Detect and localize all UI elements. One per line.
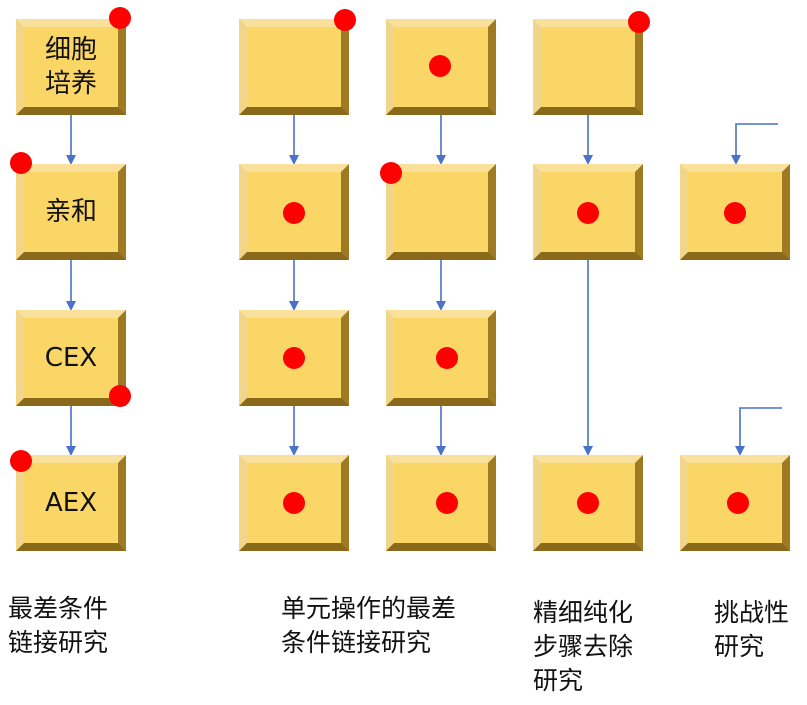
marker-dot-c2r4: [283, 492, 305, 514]
block-cell-culture: 细胞 培养: [16, 19, 126, 115]
marker-dot-c5r2: [724, 202, 746, 224]
block-label: 亲和: [24, 172, 118, 252]
marker-dot-c5r4: [727, 492, 749, 514]
block-label: AEX: [24, 463, 118, 543]
marker-dot-c1r2: [10, 152, 32, 174]
marker-dot-c2r2: [283, 202, 305, 224]
marker-dot-c1r4: [10, 450, 32, 472]
marker-dot-c3r3: [436, 347, 458, 369]
block-col3-row4: [386, 455, 496, 551]
marker-dot-c2r3: [283, 347, 305, 369]
marker-dot-c4r2: [577, 202, 599, 224]
caption-unit-op-worst-case-linkage: 单元操作的最差 条件链接研究: [281, 594, 457, 657]
marker-dot-c3r1: [429, 55, 451, 77]
block-aex: AEX: [16, 455, 126, 551]
block-cex: CEX: [16, 310, 126, 406]
marker-dot-c2r1: [334, 9, 356, 31]
block-col3-row2: [386, 164, 496, 260]
marker-dot-c3r4: [436, 492, 458, 514]
marker-dot-c4r1: [628, 11, 650, 33]
marker-dot-c1r1: [109, 7, 131, 29]
marker-dot-c3r2: [380, 162, 402, 184]
caption-worst-case-linkage: 最差条件 链接研究: [8, 594, 109, 657]
marker-dot-c4r4: [577, 492, 599, 514]
caption-challenge-study: 挑战性 研究: [714, 598, 790, 661]
block-col2-row1: [239, 19, 349, 115]
arrow-c5-1: [731, 123, 778, 165]
caption-polishing-step-removal: 精细纯化 步骤去除 研究: [533, 598, 634, 695]
block-col3-row3: [386, 310, 496, 406]
block-col4-row4: [533, 455, 643, 551]
block-col4-row1: [533, 19, 643, 115]
block-affinity: 亲和: [16, 164, 126, 260]
block-label: CEX: [24, 318, 118, 398]
block-label: 细胞 培养: [24, 27, 118, 107]
arrow-c5-2: [735, 407, 782, 456]
marker-dot-c1r3: [109, 385, 131, 407]
